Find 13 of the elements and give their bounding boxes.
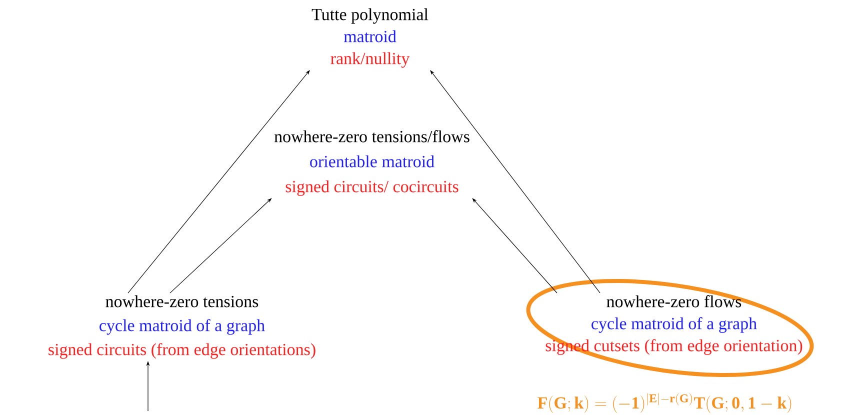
arrow [472,198,558,294]
property-label: rank/nullity [330,52,410,68]
node-heading: Tutte polynomial [312,8,428,24]
node-heading: nowhere-zero tensions/flows [274,130,470,142]
structure-label: matroid [344,30,396,42]
property-label: signed circuits (from edge orientations) [48,343,316,359]
node-heading: nowhere-zero flows [606,295,742,308]
formula: $\mathbf{F(G;k)=(-1)^{|E|-r(G)}T(G;0,1-k)}$ [538,393,792,413]
structure-label: cycle matroid of a graph [100,319,265,335]
property-label: signed circuits/ cocircuits [286,180,458,196]
node-heading: nowhere-zero tensions [106,295,258,308]
structure-label: orientable matroid [310,155,434,168]
structure-label: cycle matroid of a graph [592,317,757,333]
